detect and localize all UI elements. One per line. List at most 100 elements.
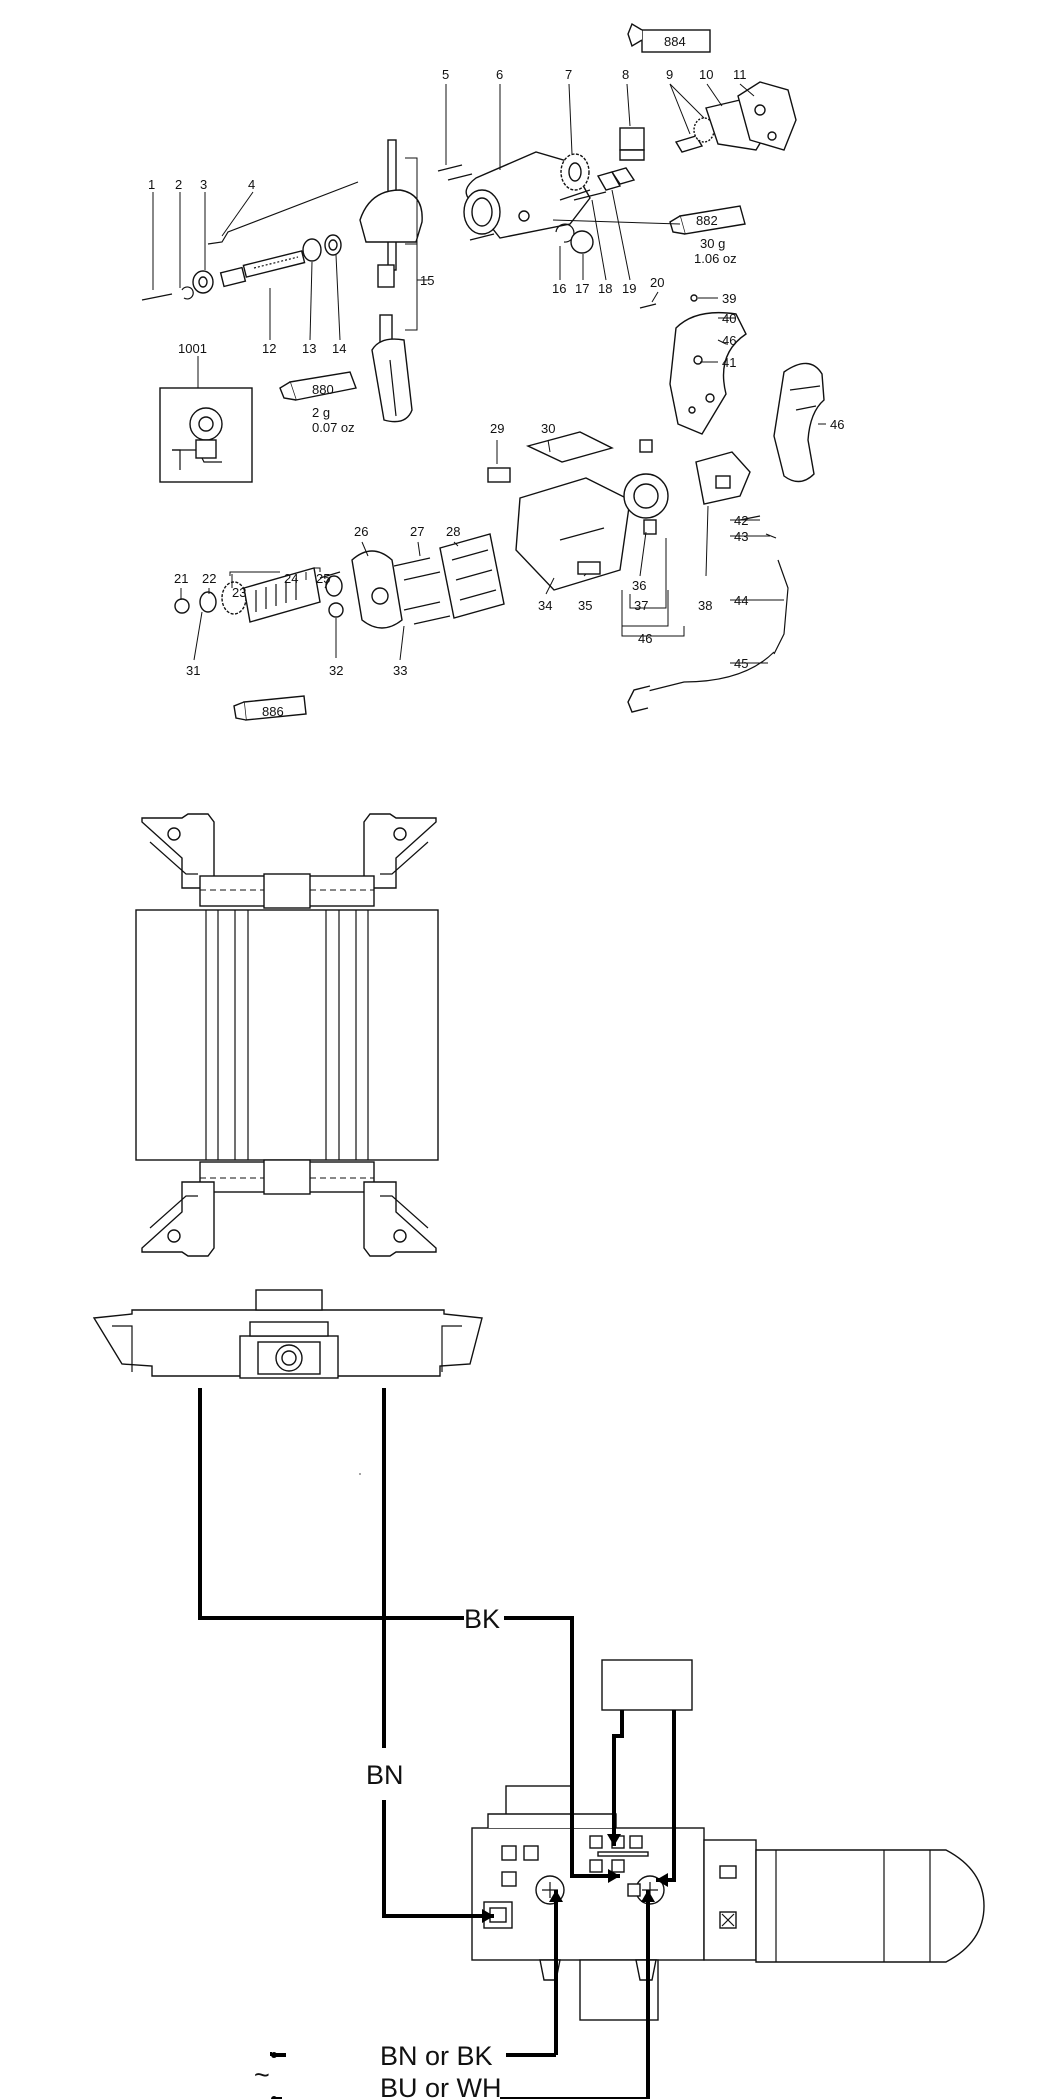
part-number-label: 40 [722,311,736,326]
part-number-label: 14 [332,341,346,356]
grease-code-880: 880 [312,382,334,397]
part-number-label: 34 [538,598,552,613]
part-number-label: 39 [722,291,736,306]
grease-tube-880 [279,371,357,401]
part-brush-holder [623,439,669,535]
leader-lines [152,83,826,664]
detail-box-1001 [159,387,253,483]
part-number-label: 9 [666,67,673,82]
part-spring-wire [207,181,359,245]
part-number-label: 43 [734,529,748,544]
grease-code-886: 886 [262,704,284,719]
part-number-label: 33 [393,663,407,678]
wire-bk [198,1388,620,1878]
part-pin [141,293,173,301]
part-label-35 [577,561,601,575]
part-stator [439,533,505,619]
part-number-label: 6 [496,67,503,82]
part-number-label: 8 [622,67,629,82]
part-number-label: 26 [354,524,368,539]
part-circlip [181,286,194,300]
part-motor-housing [515,477,631,591]
part-number-label: 15 [420,273,434,288]
part-number-label: 46 [638,631,652,646]
part-plate-19 [596,171,622,191]
part-number-label: 23 [232,585,246,600]
part-pinion [674,117,715,153]
part-number-label: 45 [734,656,748,671]
grease-amount-880-g: 2 g [312,405,330,420]
brush-holder-plate [92,1289,483,1379]
part-gear [560,153,590,191]
part-pin-5b [447,173,473,181]
part-number-label: 30 [541,421,555,436]
wire-suppressor [612,1710,624,1846]
part-number-label: 4 [248,177,255,192]
grease-code-882: 882 [696,213,718,228]
part-ring-32 [328,602,344,618]
part-number-label: 29 [490,421,504,436]
terminal-dot-2 [271,2096,277,2099]
grease-code-884: 884 [664,34,686,49]
part-number-label: 3 [200,177,207,192]
part-number-label: 1 [148,177,155,192]
arrowheads [482,1834,668,1923]
part-screw-27b [403,571,441,581]
grease-amount-882-oz: 1.06 oz [694,251,737,266]
part-number-label: 17 [575,281,589,296]
part-spindle [219,250,306,288]
part-pin-5a [437,164,463,172]
wire-label-bk: BK [464,1604,500,1634]
part-number-label: 24 [284,571,298,586]
part-pin-18 [573,191,607,201]
part-number-label: 5 [442,67,449,82]
part-side-handle [359,139,423,423]
grease-tube-884 [627,22,711,53]
wiring-diagram: BK BN BN or BK BU or WH ~ [92,813,985,2099]
part-number-label: 28 [446,524,460,539]
part-number-label: 21 [174,571,188,586]
part-number-label: 19 [622,281,636,296]
wire-mains-bu-wh [274,1890,650,2099]
wire-labels: BK BN BN or BK BU or WH ~ [254,1600,506,2099]
grease-tube-882 [669,205,746,235]
part-handle-shell [773,362,825,483]
part-fan-baffle [351,550,403,629]
stray-dot [359,1473,361,1475]
part-number-label: 7 [565,67,572,82]
wire-label-bn-or-bk: BN or BK [380,2041,493,2071]
part-number-label: 44 [734,593,748,608]
part-switch [695,451,751,505]
wire-bn [382,1388,494,1918]
part-number-label: 27 [410,524,424,539]
part-number-label: 18 [598,281,612,296]
part-screw-27a [393,557,431,567]
part-number-label: 25 [316,571,330,586]
part-number-label: 31 [186,663,200,678]
part-gasket [705,99,763,151]
part-cable [627,515,789,713]
part-number-labels: 1 2 3 4 5 6 7 8 9 10 11 12 13 14 15 16 1… [148,67,844,678]
stator-assembly [135,813,439,1257]
part-ring-16 [555,223,575,243]
part-number-label: 2 [175,177,182,192]
part-label-29 [487,467,511,483]
part-number-label: 42 [734,513,748,528]
part-gear-cover [737,81,797,151]
part-number-label: 37 [634,598,648,613]
grease-amount-880-oz: 0.07 oz [312,420,355,435]
bracket-46 [621,626,685,637]
switch-assembly [471,1659,985,2021]
grease-tube-886 [233,695,307,721]
wire-label-bn: BN [366,1760,404,1790]
part-number-label: 22 [202,571,216,586]
terminal-dot-1 [271,2052,277,2058]
ac-symbol: ~ [254,2060,270,2090]
part-screw-33a [403,601,441,611]
part-screw-33b [413,615,451,625]
wires [198,1388,676,2099]
part-number-label: 38 [698,598,712,613]
part-number-label: 20 [650,275,664,290]
part-pin-16 [469,233,495,241]
